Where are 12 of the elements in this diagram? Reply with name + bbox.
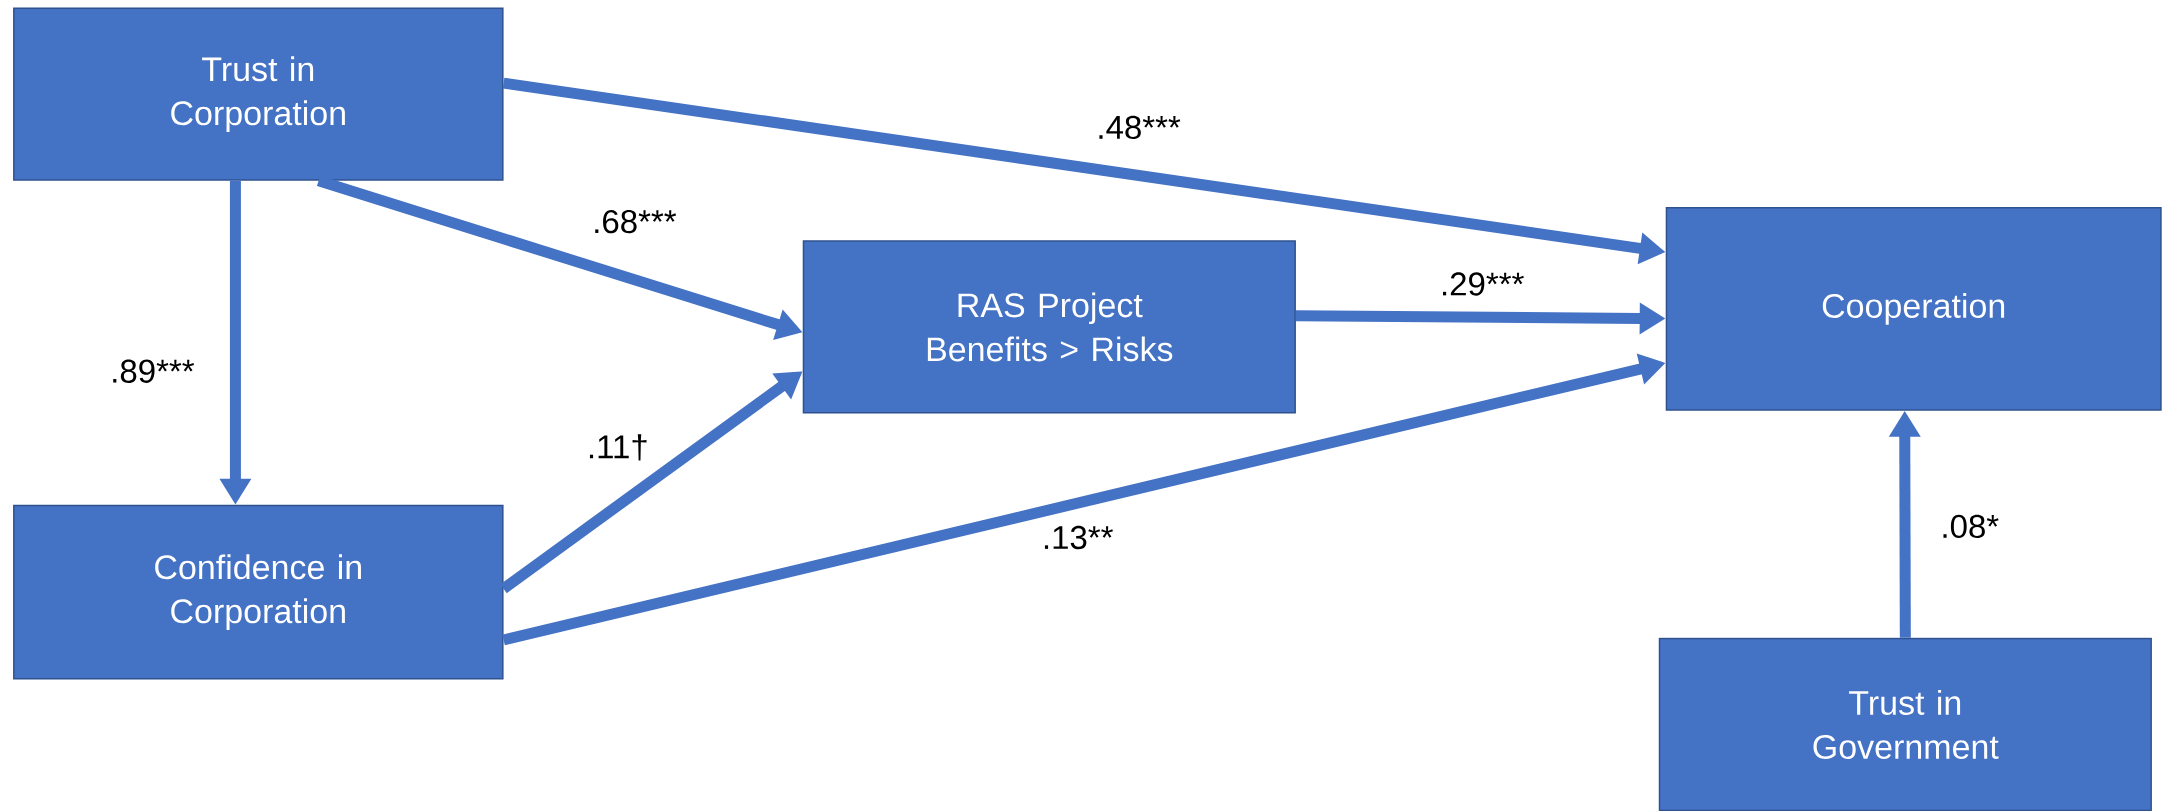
edge-label: .89***: [108, 357, 197, 385]
edge-label: .48***: [1094, 113, 1183, 142]
edge-label: .68***: [590, 207, 679, 236]
box: Trust in Government: [1658, 637, 2152, 811]
box: Cooperation: [1665, 207, 2162, 411]
box: Confidence in Corporation: [13, 504, 504, 680]
edge-label: .11†: [584, 432, 651, 463]
edge-label: .29***: [1438, 270, 1527, 298]
box: Trust in Corporation: [13, 7, 504, 181]
edge-label: .08*: [1938, 512, 2002, 541]
box: RAS Project Benefits > Risks: [802, 240, 1296, 414]
edge-label: .13**: [1039, 523, 1116, 552]
